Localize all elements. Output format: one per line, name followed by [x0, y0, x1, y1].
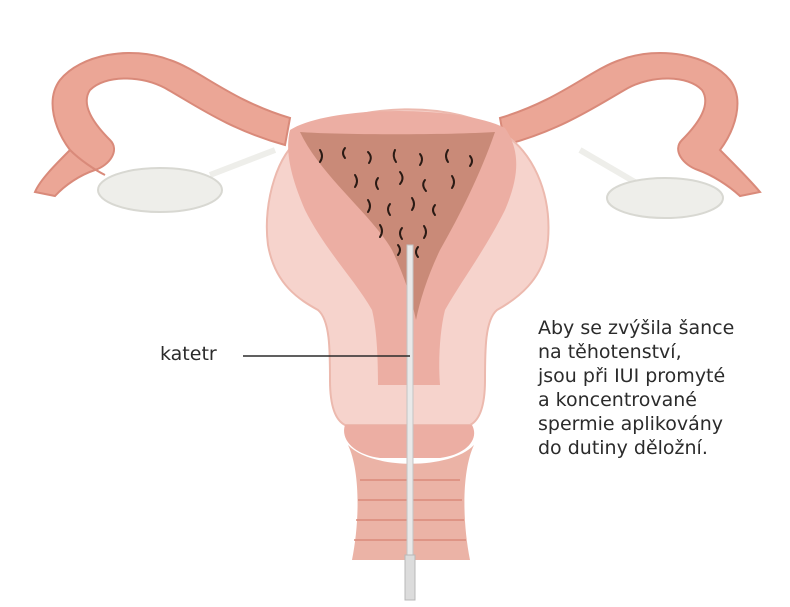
left-ovary [98, 168, 222, 212]
catheter [405, 245, 415, 600]
callout-line: a koncentrované [538, 388, 778, 412]
callout-text: Aby se zvýšila šance na těhotenství, jso… [538, 316, 778, 460]
callout-line: na těhotenství, [538, 340, 778, 364]
right-ovary [607, 178, 723, 218]
right-fallopian-tube [500, 53, 760, 196]
callout-line: do dutiny děložní. [538, 436, 778, 460]
callout-line: jsou při IUI promyté [538, 364, 778, 388]
callout-line: Aby se zvýšila šance [538, 316, 778, 340]
left-ovarian-ligament [210, 150, 275, 175]
right-ovarian-ligament [580, 150, 640, 185]
catheter-label: katetr [160, 343, 217, 365]
callout-line: spermie aplikovány [538, 412, 778, 436]
